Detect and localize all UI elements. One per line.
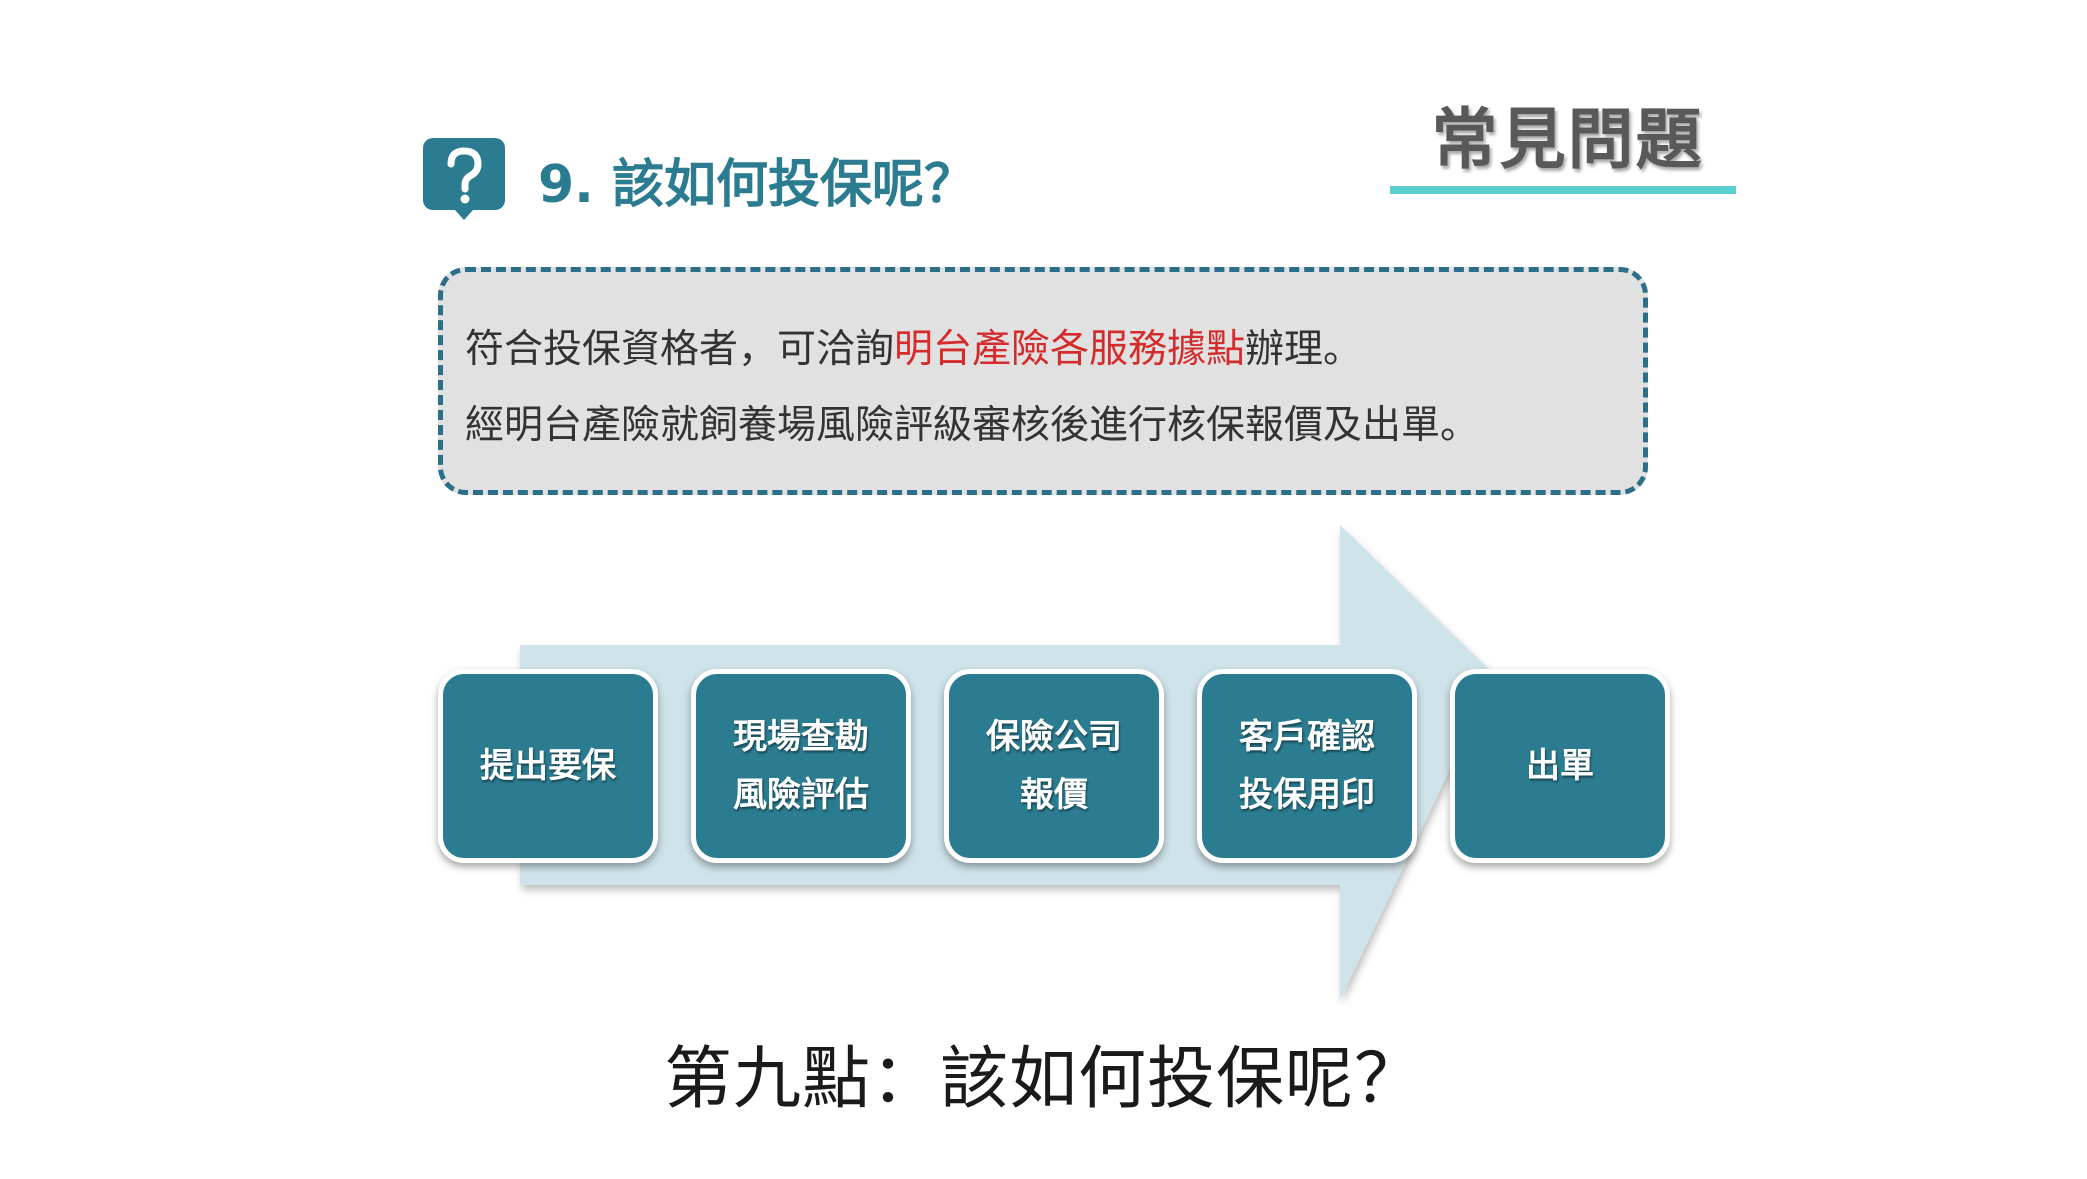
- section-heading-underline: [1390, 186, 1736, 194]
- flow-step-label: 現場查勘: [733, 717, 869, 757]
- info-line-1-highlight: 明台產險各服務據點: [894, 327, 1246, 372]
- flow-step-label: 出單: [1526, 746, 1594, 786]
- question-title: 9. 該如何投保呢？: [538, 155, 977, 215]
- flow-step-issue-policy: 出單: [1450, 669, 1670, 863]
- caption-subtitle: 第九點：該如何投保呢？: [663, 1040, 1423, 1119]
- flow-step-site-inspection: 現場查勘 風險評估: [691, 669, 911, 863]
- flow-step-label: 風險評估: [733, 775, 869, 815]
- question-mark-icon: [423, 138, 505, 220]
- info-line-1-suffix: 辦理。: [1245, 327, 1363, 372]
- flow-step-label: 保險公司: [986, 717, 1122, 757]
- section-heading: 常見問題: [1431, 101, 1704, 178]
- flow-step-label: 報價: [1020, 775, 1088, 815]
- info-line-1-prefix: 符合投保資格者，可洽詢: [465, 327, 895, 372]
- flow-step-customer-confirm: 客戶確認 投保用印: [1197, 669, 1417, 863]
- info-line-2: 經明台產險就飼養場風險評級審核後進行核保報價及出單。: [465, 403, 1480, 448]
- flow-step-label: 投保用印: [1239, 775, 1375, 815]
- flow-step-label: 客戶確認: [1239, 717, 1375, 757]
- info-box: 符合投保資格者，可洽詢明台產險各服務據點辦理。 經明台產險就飼養場風險評級審核後…: [438, 267, 1648, 495]
- info-line-1: 符合投保資格者，可洽詢明台產險各服務據點辦理。: [465, 312, 1643, 388]
- flow-step-insurer-quote: 保險公司 報價: [944, 669, 1164, 863]
- flow-step-label: 提出要保: [480, 746, 616, 786]
- flow-step-submit-application: 提出要保: [438, 669, 658, 863]
